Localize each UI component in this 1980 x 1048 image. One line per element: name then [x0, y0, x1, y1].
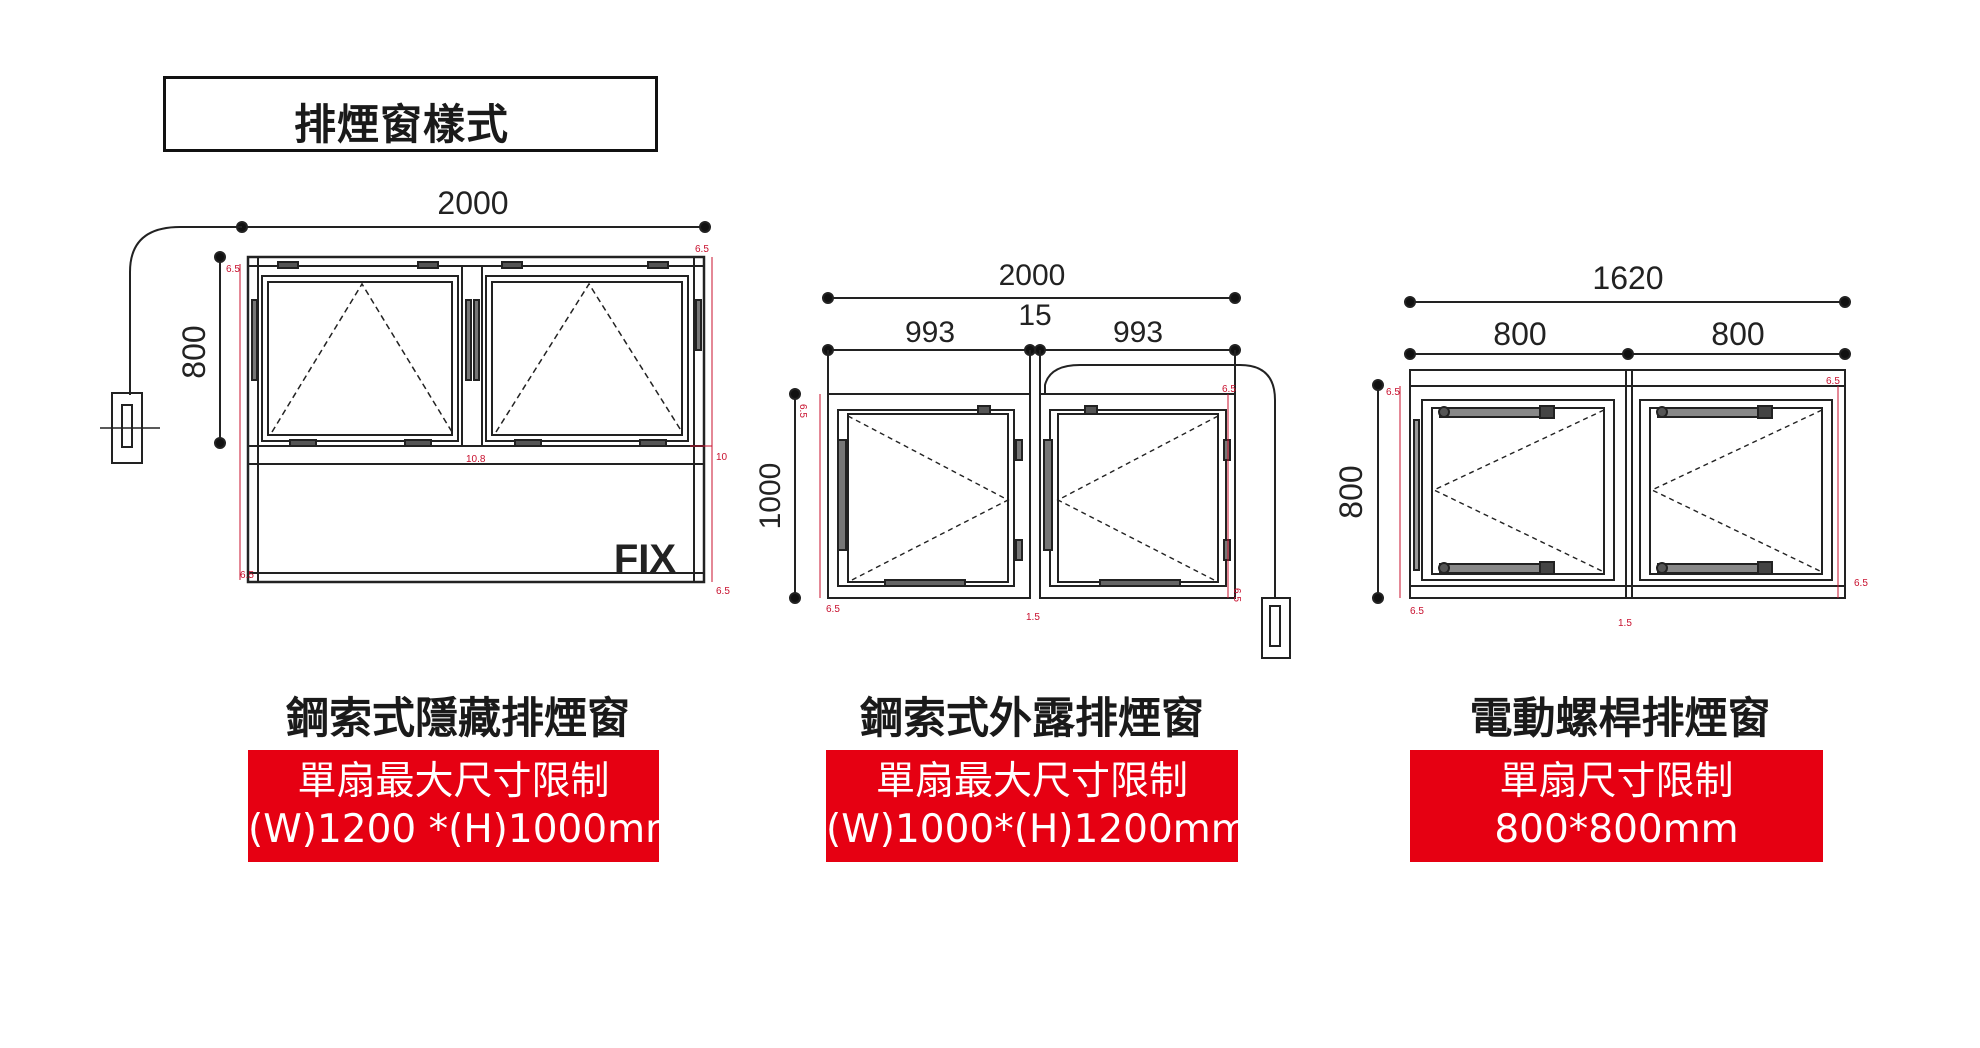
spec-line-1b: (W)1200 *(H)1000mm	[248, 807, 684, 852]
dim-small-1e: 6.5	[240, 570, 254, 581]
page-title: 排煙窗樣式	[294, 100, 510, 149]
dim-width-1: 2000	[437, 185, 508, 221]
page-title-box: 排煙窗樣式	[163, 76, 658, 152]
dim-small-3a: 6.5	[1386, 387, 1400, 398]
dim-height-3: 800	[1333, 465, 1369, 518]
dim-gap-2: 15	[1018, 299, 1051, 332]
dim-width-2: 2000	[999, 259, 1066, 292]
drawing-exposed-cable-window	[789, 292, 1291, 659]
spec-box-2: 單扇最大尺寸限制 (W)1000*(H)1200mm	[826, 750, 1249, 862]
spec-line-1a: 單扇最大尺寸限制	[297, 759, 610, 804]
dim-small-1d: 10.8	[466, 454, 486, 465]
dim-small-2a: 6.5	[797, 404, 808, 418]
drawing-hidden-cable-window	[100, 221, 713, 584]
drawing-electric-screw-window	[1372, 296, 1851, 604]
window-name-2: 鋼索式外露排煙窗	[860, 694, 1204, 744]
dim-left-3: 800	[1493, 316, 1546, 352]
dim-small-3e: 6.5	[1854, 578, 1868, 589]
dim-small-1f: 6.5	[716, 586, 730, 597]
dim-small-2e: 6.5	[1231, 588, 1242, 602]
dim-height-2: 1000	[754, 463, 787, 530]
dim-small-3c: 6.5	[1410, 606, 1424, 617]
dim-small-3d: 1.5	[1618, 618, 1632, 629]
spec-box-1: 單扇最大尺寸限制 (W)1200 *(H)1000mm	[248, 750, 684, 862]
dim-small-3b: 6.5	[1826, 376, 1840, 387]
spec-line-3b: 800*800mm	[1494, 807, 1739, 852]
dim-small-2c: 6.5	[826, 604, 840, 615]
dim-small-2b: 6.5	[1222, 384, 1236, 395]
dim-height-1: 800	[176, 325, 212, 378]
spec-line-2a: 單扇最大尺寸限制	[875, 759, 1188, 804]
dim-right-3: 800	[1711, 316, 1764, 352]
dim-width-3: 1620	[1592, 260, 1663, 296]
spec-line-2b: (W)1000*(H)1200mm	[826, 807, 1249, 852]
dim-small-1c: 10	[716, 452, 728, 463]
dim-small-2d: 1.5	[1026, 612, 1040, 623]
dim-right-2: 993	[1113, 316, 1163, 349]
fix-label: FIX	[614, 537, 677, 581]
dim-small-1b: 6.5	[226, 264, 240, 275]
dim-left-2: 993	[905, 316, 955, 349]
spec-box-3: 單扇尺寸限制 800*800mm	[1410, 750, 1823, 862]
spec-line-3a: 單扇尺寸限制	[1499, 759, 1734, 804]
dim-small-1a: 6.5	[695, 244, 709, 255]
window-name-1: 鋼索式隱藏排煙窗	[286, 694, 630, 744]
window-name-3: 電動螺桿排煙窗	[1469, 694, 1771, 744]
